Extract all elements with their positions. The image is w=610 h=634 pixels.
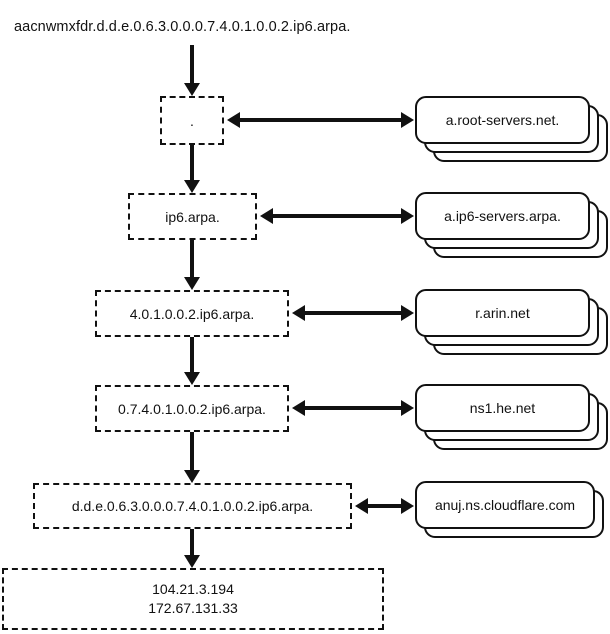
nameserver-label: a.root-servers.net. [445,112,560,128]
nameserver-label: r.arin.net [475,305,530,321]
arrowhead-right-icon [401,498,414,514]
arrowhead-down-icon [184,180,200,193]
arrow-shaft [366,504,403,508]
arrow-double-horizontal-icon [260,208,414,224]
stack-layer-front: anuj.ns.cloudflare.com [415,481,595,529]
arrow-shaft [238,118,403,122]
arrow-shaft [190,45,194,84]
result-box: 104.21.3.194 172.67.131.33 [2,568,384,630]
arrow-shaft [190,240,194,278]
arrow-shaft [190,432,194,471]
arrow-down-icon [184,432,200,483]
result-address: 172.67.131.33 [148,600,238,616]
arrowhead-left-icon [260,208,273,224]
arrow-shaft [303,406,403,410]
arrow-shaft [190,529,194,556]
arrow-double-horizontal-icon [292,400,414,416]
zone-box-cloudflare: d.d.e.0.6.3.0.0.0.7.4.0.1.0.0.2.ip6.arpa… [33,483,352,529]
stack-layer-front: a.root-servers.net. [415,96,590,144]
arrow-down-icon [184,337,200,385]
arrowhead-left-icon [292,305,305,321]
arrow-double-horizontal-icon [227,112,414,128]
zone-box-root: . [160,96,224,145]
arrowhead-left-icon [355,498,368,514]
nameserver-label: ns1.he.net [469,400,536,416]
arrowhead-down-icon [184,555,200,568]
query-name-label: aacnwmxfdr.d.d.e.0.6.3.0.0.0.7.4.0.1.0.0… [14,19,351,35]
zone-label: d.d.e.0.6.3.0.0.0.7.4.0.1.0.0.2.ip6.arpa… [71,498,314,514]
zone-label: . [190,112,194,129]
arrow-shaft [190,145,194,181]
stack-layer-front: a.ip6-servers.arpa. [415,192,590,240]
zone-box-ip6-arpa: ip6.arpa. [128,193,257,240]
arrow-down-icon [184,529,200,568]
arrow-shaft [190,337,194,373]
zone-label: ip6.arpa. [165,208,220,225]
arrow-down-icon [184,45,200,96]
arrowhead-right-icon [401,305,414,321]
arrowhead-left-icon [292,400,305,416]
arrow-shaft [271,214,403,218]
zone-box-2001-4: 4.0.1.0.0.2.ip6.arpa. [95,290,289,337]
arrowhead-down-icon [184,372,200,385]
zone-box-he-net: 0.7.4.0.1.0.0.2.ip6.arpa. [95,385,289,432]
stack-layer-front: ns1.he.net [415,384,590,432]
arrow-down-icon [184,145,200,193]
nameserver-label: a.ip6-servers.arpa. [444,208,561,224]
arrowhead-left-icon [227,112,240,128]
arrowhead-right-icon [401,208,414,224]
arrow-double-horizontal-icon [355,498,414,514]
stack-layer-front: r.arin.net [415,289,590,337]
nameserver-label: anuj.ns.cloudflare.com [434,497,576,513]
arrow-double-horizontal-icon [292,305,414,321]
arrowhead-down-icon [184,277,200,290]
zone-label: 4.0.1.0.0.2.ip6.arpa. [129,305,255,322]
result-address: 104.21.3.194 [152,581,234,597]
arrowhead-right-icon [401,400,414,416]
zone-label: 0.7.4.0.1.0.0.2.ip6.arpa. [118,400,266,417]
arrowhead-down-icon [184,470,200,483]
arrowhead-right-icon [401,112,414,128]
arrow-down-icon [184,240,200,290]
arrow-shaft [303,311,403,315]
arrowhead-down-icon [184,83,200,96]
